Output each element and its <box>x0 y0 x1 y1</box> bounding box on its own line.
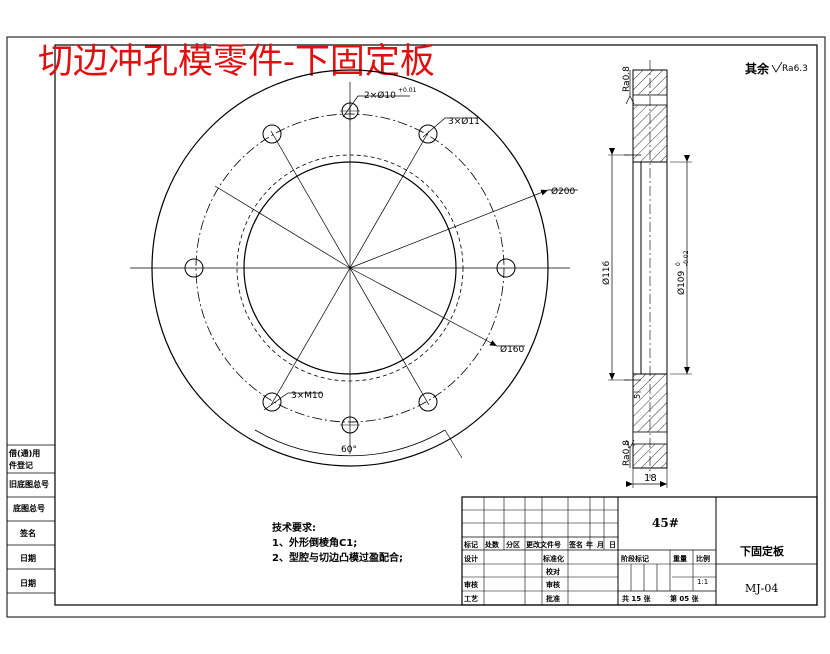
rev-header-3: 更改文件号 <box>526 540 561 549</box>
leader-od <box>349 189 549 269</box>
sign-approve: 批准 <box>546 594 560 603</box>
hole-right <box>496 258 516 278</box>
sign-audit: 审核 <box>546 580 560 589</box>
surface-note: 其余 <box>745 61 770 76</box>
hole-upper-right <box>418 124 438 144</box>
leader-hole-top <box>342 95 410 118</box>
hole-lower-right <box>418 392 438 412</box>
hole-callout-top: 2×Ø10 <box>364 90 396 101</box>
roughness-top-icon <box>625 70 635 105</box>
rev-header-4: 签名 <box>568 540 583 549</box>
angle-label: 60° <box>341 445 357 455</box>
strip-label-1: 件登记 <box>9 460 33 470</box>
rev-header-2: 分区 <box>506 540 520 549</box>
leader-thread <box>263 392 322 411</box>
roughness-bottom: Ra0.8 <box>622 440 632 466</box>
tech-heading: 技术要求: <box>272 521 316 534</box>
outer-border <box>6 36 826 618</box>
step-label: 5 <box>633 394 642 399</box>
plan-view <box>130 69 578 467</box>
hole-bottom <box>340 416 360 434</box>
sheets-total: 共 15 张 <box>622 594 652 603</box>
section-view <box>608 60 692 488</box>
leader-hole-right <box>422 117 478 138</box>
hole-tolerance: +0.01 <box>398 87 417 94</box>
part-name: 下固定板 <box>740 544 785 558</box>
rev-header-1: 处数 <box>484 540 500 549</box>
bore-tol-lower: -0.02 <box>683 250 690 266</box>
stage-header-0: 阶段标记 <box>621 554 649 563</box>
sign-check: 审核 <box>464 580 478 589</box>
title-block <box>461 496 818 606</box>
sign-design: 设计 <box>464 554 478 563</box>
sign-process: 工艺 <box>464 594 478 603</box>
hole-top <box>340 101 360 121</box>
tech-item-1: 1、外形倒棱角C1; <box>272 536 357 549</box>
stage-header-2: 比例 <box>696 554 710 563</box>
hole-left <box>184 258 204 278</box>
stage-header-1: 重量 <box>673 554 687 563</box>
sign-verify: 校对 <box>546 567 560 576</box>
angle-arc <box>254 429 446 457</box>
tech-item-2: 2、型腔与切边凸模过盈配合; <box>272 551 403 564</box>
thickness-label: 18 <box>644 473 657 484</box>
angle-ext <box>444 429 463 459</box>
strip-label-6: 日期 <box>20 578 36 588</box>
roughness-top: Ra0.8 <box>622 66 632 92</box>
outer-diameter: Ø200 <box>551 186 576 197</box>
strip-label-5: 日期 <box>20 553 36 563</box>
drawing-title: 切边冲孔模零件-下固定板 <box>38 42 435 82</box>
thread-callout: 3×M10 <box>291 391 324 401</box>
leader-od-inner <box>214 185 351 269</box>
surface-roughness: Ra6.3 <box>782 64 808 74</box>
hole-lower-left <box>262 392 282 412</box>
rev-header-0: 标记 <box>463 540 478 549</box>
rev-header-5: 年 <box>586 540 593 549</box>
strip-label-2: 旧底图总号 <box>9 479 49 489</box>
bolt-circle-diameter: Ø160 <box>500 344 525 355</box>
sheet-no: 第 05 张 <box>670 594 700 603</box>
strip-label-4: 签名 <box>19 528 36 538</box>
strip-label-0: 借(通)用 <box>8 448 40 458</box>
bore-tol-upper: 0 <box>675 262 682 266</box>
drawing-number: MJ-04 <box>745 582 778 595</box>
material: 45# <box>652 516 679 530</box>
roughness-symbol-icon <box>771 61 783 73</box>
side-strip <box>7 444 55 618</box>
rev-header-6: 月 <box>596 541 604 549</box>
hole-callout-right: 3×Ø11 <box>448 116 480 127</box>
bore-small-label: Ø116 <box>601 260 612 285</box>
inner-frame <box>54 44 818 606</box>
strip-label-3: 底图总号 <box>12 503 45 513</box>
sign-standardize: 标准化 <box>542 554 564 563</box>
rev-header-7: 日 <box>609 541 616 549</box>
leader-bolt-circle <box>349 267 498 347</box>
hole-upper-left <box>262 124 282 144</box>
scale: 1:1 <box>697 578 708 586</box>
bore-large-label: Ø109 <box>676 270 687 295</box>
roughness-bottom-icon <box>625 439 635 468</box>
